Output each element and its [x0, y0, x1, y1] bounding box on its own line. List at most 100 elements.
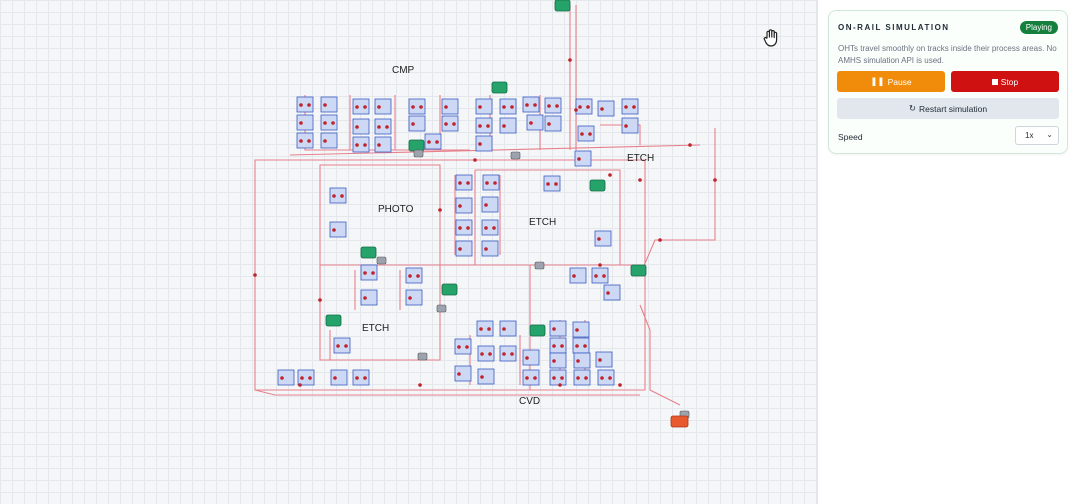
- track-node: [493, 181, 497, 185]
- track-node: [280, 376, 284, 380]
- track-node: [332, 228, 336, 232]
- track-node: [575, 328, 579, 332]
- equipment-box: [296, 96, 314, 113]
- equipment-box: [522, 96, 540, 113]
- restart-label: Restart simulation: [919, 103, 988, 114]
- track-node: [363, 376, 367, 380]
- track-node: [484, 247, 488, 251]
- track-node: [580, 132, 584, 136]
- track-node: [594, 274, 598, 278]
- equipment-box: [573, 369, 591, 386]
- load-port: [529, 324, 546, 337]
- equipment-box: [481, 196, 499, 213]
- track-node: [588, 132, 592, 136]
- track-node: [624, 124, 628, 128]
- track-node: [632, 105, 636, 109]
- track-node: [355, 376, 359, 380]
- hand-pan-icon[interactable]: [762, 28, 780, 48]
- track-node: [479, 327, 483, 331]
- equipment-box: [549, 369, 567, 386]
- equipment-box: [499, 345, 517, 362]
- restart-simulation-button[interactable]: ↻ Restart simulation: [837, 98, 1059, 119]
- track-node: [444, 105, 448, 109]
- panel-description: OHTs travel smoothly on tracks inside th…: [838, 44, 1057, 65]
- track-node: [308, 376, 312, 380]
- equipment-box: [352, 369, 370, 386]
- track-node: [713, 178, 717, 182]
- track-node: [574, 108, 578, 112]
- track-node: [331, 121, 335, 125]
- area-label-photo: PHOTO: [378, 204, 414, 215]
- track-node: [323, 139, 327, 143]
- track-node: [418, 383, 422, 387]
- panel-header: ON-RAIL SIMULATION Playing: [838, 21, 1058, 37]
- equipment-box: [455, 240, 473, 257]
- equipment-box: [454, 338, 472, 355]
- equipment-box: [597, 369, 615, 386]
- track-node: [457, 372, 461, 376]
- track-node: [377, 125, 381, 129]
- track-node: [492, 226, 496, 230]
- speed-value: 1x: [1025, 131, 1034, 140]
- equipment-box: [522, 349, 540, 366]
- equipment-box: [360, 264, 378, 281]
- load-port: [441, 283, 458, 296]
- track-node: [560, 376, 564, 380]
- track-node: [555, 104, 559, 108]
- track-node: [586, 105, 590, 109]
- speed-select[interactable]: 1x ⌄: [1015, 126, 1059, 145]
- track-node: [363, 296, 367, 300]
- equipment-box: [330, 369, 348, 386]
- equipment-box: [360, 289, 378, 306]
- equipment-box: [329, 221, 347, 238]
- equipment-box: [408, 98, 426, 115]
- stop-button[interactable]: Stop: [951, 71, 1059, 92]
- layout-canvas[interactable]: CMP PHOTO ETCH ETCH ETCH CVD: [0, 0, 817, 504]
- equipment-box: [482, 174, 500, 191]
- track-node: [411, 122, 415, 126]
- equipment-box: [333, 337, 351, 354]
- track-node: [502, 327, 506, 331]
- equipment-box: [543, 175, 561, 192]
- track-node: [340, 194, 344, 198]
- oht-vehicle: [534, 261, 545, 270]
- track-node: [547, 104, 551, 108]
- track-node: [552, 376, 556, 380]
- track-node: [606, 291, 610, 295]
- track-node: [478, 124, 482, 128]
- track-node: [600, 107, 604, 111]
- track-node: [465, 345, 469, 349]
- track-node: [578, 105, 582, 109]
- track-node: [600, 376, 604, 380]
- equipment-box: [455, 174, 473, 191]
- track-node: [408, 274, 412, 278]
- area-label-cmp: CMP: [392, 65, 415, 76]
- equipment-box: [424, 133, 442, 150]
- equipment-box: [499, 98, 517, 115]
- equipment-box: [374, 118, 392, 135]
- track-node: [427, 140, 431, 144]
- track-node: [525, 376, 529, 380]
- track-node: [552, 344, 556, 348]
- track-node: [253, 273, 257, 277]
- track-node: [298, 383, 302, 387]
- equipment-box: [320, 114, 338, 131]
- track-node: [598, 263, 602, 267]
- track-node: [552, 359, 556, 363]
- track-node: [371, 271, 375, 275]
- track-node: [533, 376, 537, 380]
- track-node: [452, 122, 456, 126]
- equipment-box: [352, 98, 370, 115]
- track-node: [487, 327, 491, 331]
- pause-button[interactable]: ❚❚ Pause: [837, 71, 945, 92]
- simulation-panel: ON-RAIL SIMULATION Playing OHTs travel s…: [828, 10, 1068, 154]
- equipment-box: [455, 197, 473, 214]
- simulation-sidebar: ON-RAIL SIMULATION Playing OHTs travel s…: [817, 0, 1088, 504]
- equipment-box: [572, 321, 590, 338]
- track-node: [688, 143, 692, 147]
- track-node: [344, 344, 348, 348]
- equipment-box: [499, 117, 517, 134]
- equipment-layer: [277, 96, 639, 386]
- fab-layout-map[interactable]: CMP PHOTO ETCH ETCH ETCH CVD: [0, 0, 817, 504]
- track-node: [299, 121, 303, 125]
